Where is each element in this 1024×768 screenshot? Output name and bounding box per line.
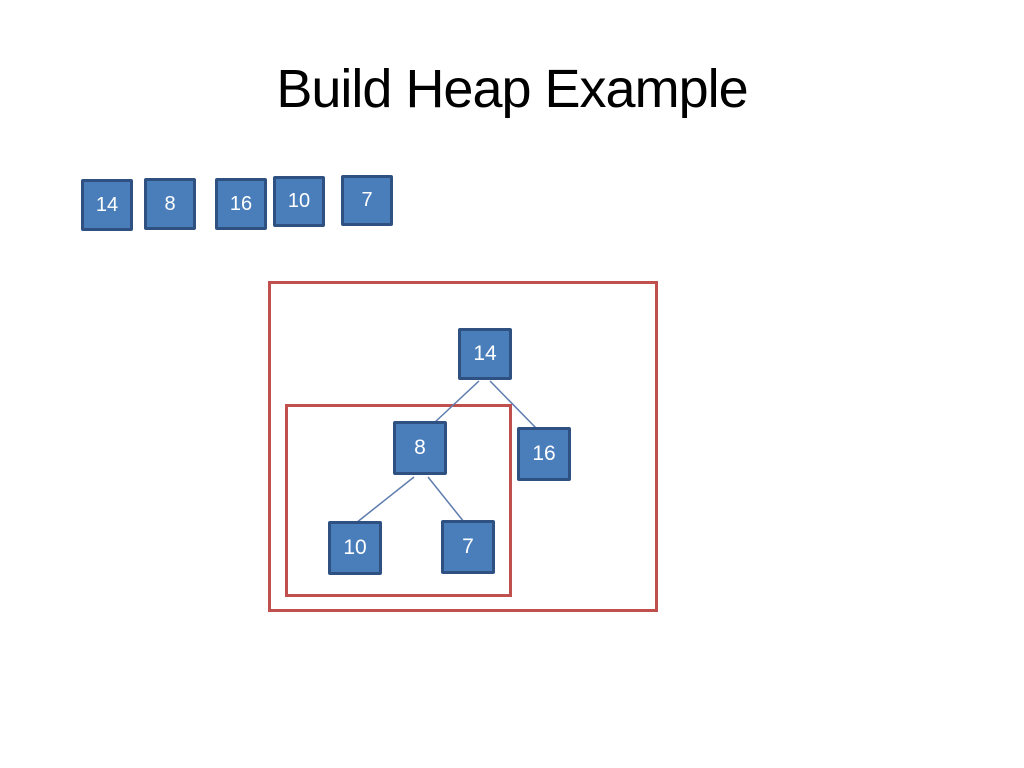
array-box-10: 10 — [273, 176, 325, 227]
tree-node-value: 7 — [462, 535, 474, 558]
tree-node-16: 16 — [517, 427, 571, 481]
tree-node-8: 8 — [393, 421, 447, 475]
array-box-value: 16 — [229, 192, 253, 215]
tree-node-value: 16 — [532, 442, 556, 465]
tree-node-value: 10 — [343, 536, 367, 559]
tree-node-value: 14 — [473, 342, 497, 365]
tree-node-10: 10 — [328, 521, 382, 575]
array-box-value: 14 — [95, 193, 119, 216]
array-box-8: 8 — [144, 178, 196, 230]
array-box-14: 14 — [81, 179, 133, 231]
array-box-value: 7 — [361, 189, 373, 211]
inner-subtree-highlight-rect — [285, 404, 512, 597]
tree-node-14: 14 — [458, 328, 512, 380]
array-box-16: 16 — [215, 178, 267, 230]
outer-subtree-highlight-rect — [268, 281, 658, 612]
tree-node-7: 7 — [441, 520, 495, 574]
array-box-7: 7 — [341, 175, 393, 226]
tree-node-value: 8 — [414, 436, 426, 459]
slide-title: Build Heap Example — [276, 59, 748, 119]
array-box-value: 8 — [164, 192, 176, 215]
array-box-value: 10 — [287, 190, 311, 212]
